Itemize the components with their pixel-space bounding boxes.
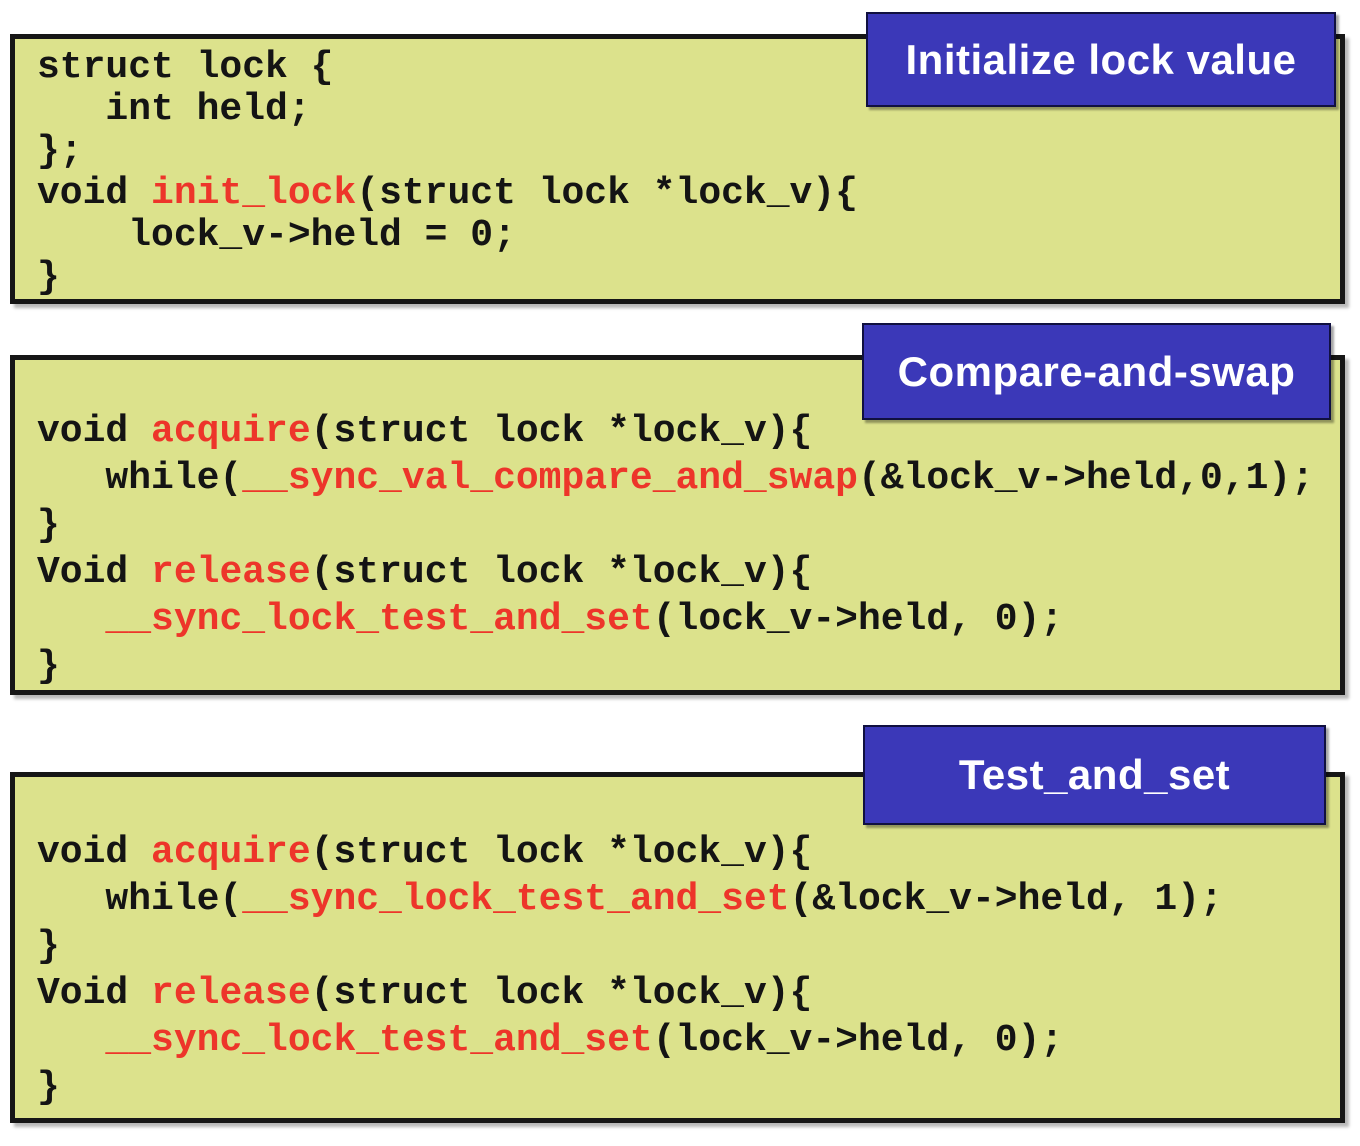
code-block-compare-and-swap: void acquire(struct lock *lock_v){ while… [15, 360, 1340, 690]
code-line: }; [37, 131, 1340, 173]
code-line: void acquire(struct lock *lock_v){ [37, 408, 1340, 455]
code-function-name-highlight: acquire [151, 831, 311, 874]
code-text: (lock_v->held, 0); [652, 598, 1064, 641]
code-text: Void [37, 972, 152, 1015]
code-text: } [37, 645, 60, 688]
code-function-name-highlight: acquire [151, 410, 311, 453]
code-text: while( [37, 878, 243, 921]
code-text: } [37, 504, 60, 547]
code-line: lock_v->held = 0; [37, 215, 1340, 257]
code-text: void [37, 410, 152, 453]
code-function-name-highlight: __sync_lock_test_and_set [105, 598, 653, 641]
code-text: (&lock_v->held,0,1); [857, 457, 1315, 500]
banner-compare-and-swap: Compare-and-swap [862, 323, 1331, 420]
code-text: (struct lock *lock_v){ [310, 972, 813, 1015]
code-line: __sync_lock_test_and_set(lock_v->held, 0… [37, 1017, 1340, 1064]
code-text [37, 598, 105, 641]
code-text: }; [37, 130, 83, 173]
banner-initialize-lock-value: Initialize lock value [866, 12, 1336, 107]
code-text: } [37, 256, 60, 299]
code-line: } [37, 923, 1340, 970]
code-function-name-highlight: release [151, 551, 311, 594]
code-line: Void release(struct lock *lock_v){ [37, 970, 1340, 1017]
code-line: while(__sync_lock_test_and_set(&lock_v->… [37, 876, 1340, 923]
banner-label: Initialize lock value [905, 35, 1297, 83]
code-line: } [37, 1064, 1340, 1111]
code-text: (&lock_v->held, 1); [789, 878, 1223, 921]
code-text [37, 1019, 105, 1062]
banner-label: Test_and_set [958, 751, 1231, 798]
code-text: (struct lock *lock_v){ [310, 551, 813, 594]
code-line: } [37, 502, 1340, 549]
code-line: struct lock { [37, 47, 1340, 89]
code-function-name-highlight: init_lock [151, 172, 357, 215]
code-text: while( [37, 457, 243, 500]
code-text: Void [37, 551, 152, 594]
code-function-name-highlight: __sync_val_compare_and_swap [242, 457, 858, 500]
code-line: } [37, 643, 1340, 690]
code-box-test-and-set: void acquire(struct lock *lock_v){ while… [10, 772, 1345, 1123]
code-line: while(__sync_val_compare_and_swap(&lock_… [37, 455, 1340, 502]
code-text: void [37, 172, 152, 215]
code-text: void [37, 831, 152, 874]
code-line: void init_lock(struct lock *lock_v){ [37, 173, 1340, 215]
code-line: } [37, 257, 1340, 299]
code-function-name-highlight: __sync_lock_test_and_set [242, 878, 790, 921]
code-text: (struct lock *lock_v){ [310, 831, 813, 874]
code-text: lock_v->held = 0; [37, 214, 516, 257]
code-line: Void release(struct lock *lock_v){ [37, 549, 1340, 596]
code-line: int held; [37, 89, 1340, 131]
code-function-name-highlight: release [151, 972, 311, 1015]
code-line: __sync_lock_test_and_set(lock_v->held, 0… [37, 596, 1340, 643]
code-line: void acquire(struct lock *lock_v){ [37, 829, 1340, 876]
banner-label: Compare-and-swap [897, 347, 1296, 395]
code-text: (struct lock *lock_v){ [356, 172, 858, 215]
code-text: (lock_v->held, 0); [652, 1019, 1064, 1062]
code-text: } [37, 925, 60, 968]
code-text: } [37, 1066, 60, 1109]
code-function-name-highlight: __sync_lock_test_and_set [105, 1019, 653, 1062]
code-text: int held; [37, 88, 311, 131]
banner-test-and-set: Test_and_set [863, 725, 1326, 825]
code-text: struct lock { [37, 46, 334, 89]
code-block-initialize-lock: struct lock { int held;};void init_lock(… [15, 39, 1340, 299]
code-text: (struct lock *lock_v){ [310, 410, 813, 453]
code-block-test-and-set: void acquire(struct lock *lock_v){ while… [15, 777, 1340, 1111]
